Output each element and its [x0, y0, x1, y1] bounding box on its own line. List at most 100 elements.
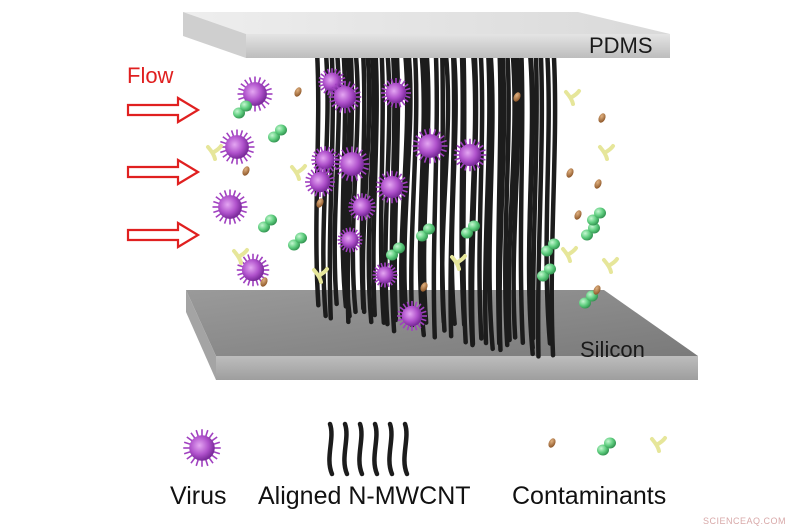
brown-contaminant	[574, 210, 582, 220]
silicon-label: Silicon	[580, 337, 645, 362]
green-contaminant	[541, 238, 560, 257]
virus-particle	[453, 138, 487, 172]
nanotube	[461, 47, 468, 345]
virus-particle	[311, 146, 339, 174]
legend-nanotube	[342, 421, 350, 477]
legend-cnt-label: Aligned N-MWCNT	[258, 482, 471, 510]
yellow-contaminant	[561, 246, 578, 263]
pdms-plate-top-face	[183, 12, 670, 34]
virus-particle	[375, 170, 409, 204]
particles	[206, 68, 619, 331]
green-contaminant	[537, 263, 556, 282]
yellow-contaminant	[598, 144, 615, 161]
yellow-contaminant	[232, 248, 249, 265]
legend-nanotube	[402, 421, 410, 477]
pdms-plate-side-face	[183, 12, 246, 58]
nanotube	[449, 46, 458, 326]
virus-particle	[397, 301, 427, 331]
nanotube	[366, 44, 376, 325]
nanotube	[518, 47, 526, 346]
legend-virus-icon	[183, 429, 221, 467]
nanotube	[360, 45, 372, 315]
yellow-contaminant	[312, 267, 329, 284]
flow-arrows	[126, 96, 201, 249]
green-contaminant	[233, 100, 252, 119]
nanotube	[497, 47, 507, 353]
yellow-contaminant	[650, 436, 667, 453]
legend-nanotube	[357, 421, 365, 477]
silicon-plate-side-face	[186, 290, 216, 380]
virus-particle	[372, 262, 398, 288]
green-contaminant	[258, 214, 277, 233]
nanotube	[399, 48, 410, 319]
green-contaminant	[597, 437, 616, 456]
virus-particle	[219, 129, 255, 165]
brown-contaminant	[566, 168, 574, 178]
brown-contaminant	[593, 285, 601, 295]
brown-contaminant	[316, 198, 324, 208]
green-contaminant	[461, 220, 480, 239]
legend-cnt-icon	[327, 421, 410, 477]
brown-contaminant	[242, 166, 250, 176]
nanotube	[409, 42, 419, 328]
yellow-contaminant	[450, 254, 467, 271]
watermark-text: SCIENCEAQ.COM	[702, 516, 786, 526]
nanotube	[544, 47, 553, 346]
brown-contaminant	[420, 282, 428, 292]
flow-arrow	[126, 96, 201, 124]
legend-contaminants-label: Contaminants	[512, 482, 667, 510]
nanotube	[549, 47, 558, 358]
brown-contaminant	[594, 179, 602, 189]
pdms-plate	[183, 12, 670, 58]
flow-label: Flow	[127, 63, 174, 88]
brown-contaminant	[513, 92, 521, 102]
nanotube	[487, 49, 495, 352]
green-contaminant	[288, 232, 307, 251]
green-contaminant	[268, 124, 287, 143]
nanotube	[431, 43, 440, 340]
nanotube	[345, 44, 355, 325]
nanotube	[402, 42, 413, 319]
virus-particle	[237, 76, 273, 112]
virus-particle	[348, 193, 376, 221]
virus-particle	[381, 78, 411, 108]
green-contaminant	[587, 207, 606, 226]
legend-contaminants-icon	[548, 436, 667, 456]
virus-particle	[337, 227, 363, 253]
flow-arrow	[126, 158, 201, 186]
nanotube	[530, 42, 539, 341]
nanotube	[340, 48, 349, 309]
pdms-plate-front-face	[246, 34, 670, 58]
virus-particle	[212, 189, 248, 225]
virus-particle	[334, 146, 370, 182]
brown-contaminant	[260, 277, 268, 287]
virus-particle	[412, 128, 448, 164]
virus-particle	[305, 167, 335, 197]
silicon-plate-front-face	[216, 356, 698, 380]
nanotube	[503, 43, 511, 348]
nanotube	[477, 48, 485, 341]
virus-particle	[328, 80, 362, 114]
brown-contaminant	[548, 438, 556, 448]
yellow-contaminant	[564, 89, 581, 106]
virus-particle	[183, 429, 221, 467]
yellow-contaminant	[602, 257, 619, 274]
nanotube	[506, 47, 517, 343]
pdms-label: PDMS	[589, 33, 653, 58]
nanotube	[511, 46, 521, 340]
nanotube	[439, 49, 451, 325]
flow-arrow	[126, 221, 201, 249]
nanotube	[527, 47, 535, 351]
nanotube	[535, 46, 545, 359]
legend-virus-label: Virus	[170, 482, 227, 510]
green-contaminant	[416, 223, 435, 242]
legend-nanotube	[372, 421, 380, 477]
nanotube	[469, 47, 479, 347]
legend-nanotube	[387, 421, 395, 477]
brown-contaminant	[294, 87, 302, 97]
yellow-contaminant	[206, 144, 223, 161]
yellow-contaminant	[290, 164, 307, 181]
brown-contaminant	[598, 113, 606, 123]
legend-nanotube	[327, 421, 335, 477]
